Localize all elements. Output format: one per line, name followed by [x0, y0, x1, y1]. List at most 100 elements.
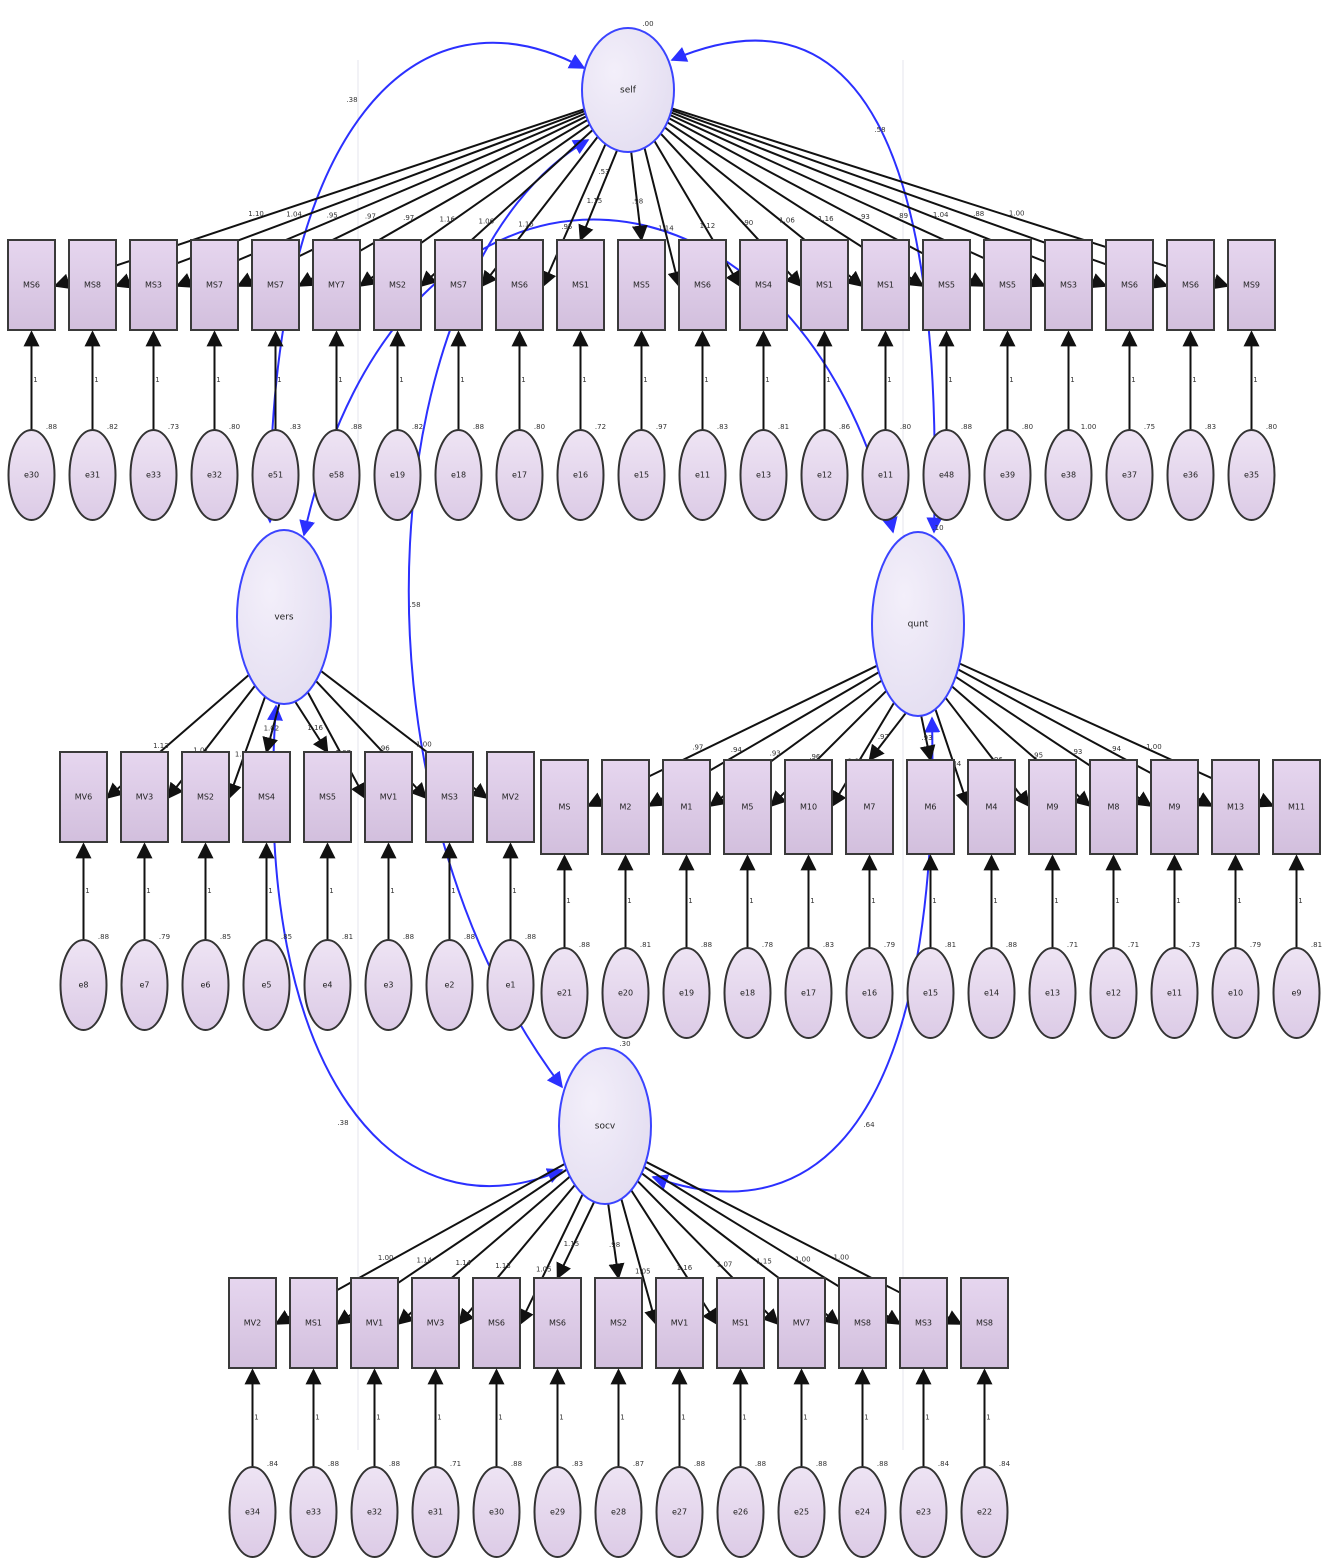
observed-variable-box [716, 1277, 765, 1369]
error-term-circle [967, 947, 1016, 1039]
loading-value: .96 [379, 745, 391, 753]
error-variance-value: .73 [1189, 941, 1200, 949]
loading-path-qunt-6 [919, 715, 936, 762]
error-variance-value: .88 [961, 423, 972, 431]
error-variance-value: .88 [1006, 941, 1017, 949]
error-term-circle [678, 429, 727, 521]
error-variance-value: .80 [900, 423, 911, 431]
observed-variable-label: M13 [1227, 803, 1244, 812]
latent-factor-label: qunt [908, 620, 929, 630]
loading-value: 1.00 [1146, 743, 1162, 751]
error-variance-value: .88 [473, 423, 484, 431]
error-term-circle [716, 1466, 765, 1558]
error-term-label: e2 [444, 981, 454, 990]
loading-value: .93 [859, 213, 870, 221]
error-term-label: e17 [512, 471, 527, 480]
observed-variable-label: MS1 [877, 281, 894, 290]
loading-value: 1.01 [193, 746, 209, 754]
error-term-circle [411, 1466, 460, 1558]
error-path-weight: 1 [277, 376, 281, 384]
loading-path-self-9 [578, 149, 619, 242]
loading-value: 1.00 [416, 741, 432, 749]
error-term-label: e33 [146, 471, 161, 480]
observed-variable-box [303, 751, 352, 843]
loading-value: 1.15 [756, 1258, 772, 1266]
error-variance-value: .83 [1205, 423, 1216, 431]
observed-variable-label: MS8 [976, 1319, 993, 1328]
loading-value: 1.04 [933, 211, 949, 219]
error-term-label: e15 [634, 471, 649, 480]
loading-value: 1.16 [677, 1264, 693, 1272]
loading-value: 1.10 [248, 210, 264, 218]
error-path-weight: 1 [1176, 897, 1180, 905]
observed-variable-label: MS1 [572, 281, 589, 290]
error-path-weight: 1 [1054, 897, 1058, 905]
error-variance-value: .85 [281, 933, 292, 941]
observed-variable-box [739, 239, 788, 331]
error-variance-value: .84 [267, 1460, 279, 1468]
error-term-circle [594, 1466, 643, 1558]
observed-variable-label: MV1 [671, 1319, 688, 1328]
observed-variable-box [800, 239, 849, 331]
error-term-circle [364, 939, 413, 1031]
error-term-label: e9 [1291, 989, 1301, 998]
observed-variable-label: MV3 [136, 793, 153, 802]
error-term-circle [7, 429, 56, 521]
observed-variable-label: MS9 [1243, 281, 1260, 290]
error-term-label: e38 [1061, 471, 1076, 480]
error-term-circle [845, 947, 894, 1039]
error-variance-value: .79 [159, 933, 170, 941]
loading-value: .98 [609, 1241, 620, 1249]
loading-value: 1.14 [456, 1259, 472, 1267]
error-term-label: e10 [1228, 989, 1243, 998]
error-term-circle [601, 947, 650, 1039]
observed-variable-box [434, 239, 483, 331]
error-term-label: e29 [550, 1508, 565, 1517]
error-variance-value: .71 [1067, 941, 1078, 949]
error-variance-value: .85 [220, 933, 231, 941]
latent-factor-label: socv [595, 1122, 616, 1132]
loading-value: 1.12 [700, 222, 716, 230]
error-path-weight: 1 [390, 887, 394, 895]
error-path-weight: 1 [803, 1414, 807, 1422]
loading-value: .95 [561, 223, 572, 231]
observed-variable-box [1089, 759, 1138, 855]
error-path-weight: 1 [993, 897, 997, 905]
error-variance-value: .88 [701, 941, 712, 949]
observed-variable-label: MV6 [75, 793, 92, 802]
error-path-weight: 1 [749, 897, 753, 905]
error-path-weight: 1 [1192, 376, 1196, 384]
error-path-weight: 1 [887, 376, 891, 384]
error-term-label: e5 [261, 981, 271, 990]
observed-variable-label: MV2 [502, 793, 519, 802]
loading-value: 1.06 [479, 218, 495, 226]
observed-variable-box [190, 239, 239, 331]
observed-variable-label: M10 [800, 803, 817, 812]
observed-variable-label: MS6 [1182, 281, 1199, 290]
loading-value: 1.15 [587, 197, 603, 205]
observed-variable-label: MS1 [305, 1319, 322, 1328]
observed-variable-box [251, 239, 300, 331]
observed-variable-box [7, 239, 56, 331]
error-variance-value: .83 [290, 423, 301, 431]
observed-variable-box [59, 751, 108, 843]
error-term-circle [303, 939, 352, 1031]
loading-value: 1.14 [658, 225, 674, 233]
error-path-weight: 1 [146, 887, 150, 895]
observed-variable-label: MS6 [694, 281, 711, 290]
observed-variable-box [312, 239, 361, 331]
observed-variable-label: MS5 [938, 281, 955, 290]
error-path-weight: 1 [742, 1414, 746, 1422]
error-variance-value: .79 [884, 941, 895, 949]
observed-variable-box [486, 751, 535, 843]
error-path-weight: 1 [948, 376, 952, 384]
error-term-circle [68, 429, 117, 521]
loading-path-qunt-5 [868, 712, 907, 762]
error-variance-value: .97 [656, 423, 667, 431]
error-variance-value: .83 [717, 423, 728, 431]
error-path-weight: 1 [681, 1414, 685, 1422]
loading-value: 1.14 [417, 1256, 433, 1264]
error-term-circle [1227, 429, 1276, 521]
loading-path-self-11 [643, 147, 684, 288]
error-term-label: e22 [977, 1508, 992, 1517]
